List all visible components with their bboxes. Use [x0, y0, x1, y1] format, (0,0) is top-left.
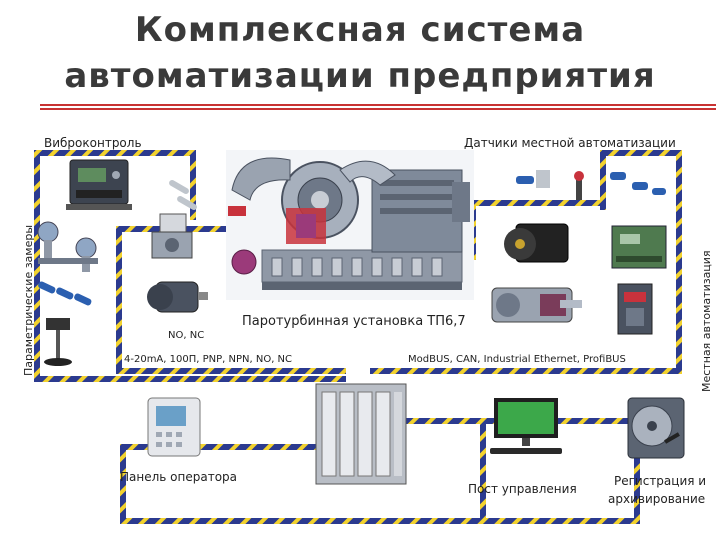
label-sensors: Датчики местной автоматизации [464, 136, 676, 150]
label-operator-panel: Панель оператора [120, 470, 238, 484]
proximity-sensor-icon [38, 281, 92, 306]
thermometer-probe-icon [44, 318, 72, 366]
pressure-transmitter-icon [37, 221, 98, 272]
cable-bottom-left [120, 444, 126, 524]
gas-valve-icon [151, 213, 193, 259]
hard-disk-icon [627, 397, 685, 459]
label-archive-line2: архивирование [608, 492, 706, 506]
cable-right-top [600, 150, 682, 156]
label-signals: 4-20mA, 100П, PNP, NPN, NO, NC [124, 354, 293, 365]
cable-top-left [34, 150, 196, 156]
title-line-2: автоматизации предприятия [64, 56, 656, 96]
cable-pc-drop [480, 418, 486, 518]
label-control-post: Пост управления [468, 482, 577, 496]
cable-left-inner [116, 226, 122, 374]
label-buses: ModBUS, CAN, Industrial Ethernet, ProfiB… [408, 354, 626, 365]
cable-bottom-right [634, 420, 640, 524]
temperature-sensor-icon [169, 180, 197, 210]
label-vibro: Виброконтроль [44, 136, 142, 150]
label-local-auto: Местная автоматизация [700, 250, 713, 392]
cable-bottom [120, 518, 640, 524]
proximity-sensors-right-icon [516, 170, 666, 200]
cable-main-right [370, 368, 682, 374]
label-archive-line1: Регистрация и [614, 474, 707, 488]
frequency-drive-icon [617, 283, 653, 335]
label-param: Параметрические замеры [22, 224, 35, 376]
plc-relay-icon [611, 225, 667, 269]
plc-rack-icon [315, 383, 407, 485]
title-divider-top [40, 104, 716, 106]
operator-panel-icon [147, 397, 201, 457]
electric-motor-icon [147, 281, 208, 313]
title-line-1: Комплексная система [134, 10, 586, 50]
pc-monitor-icon [490, 398, 562, 454]
label-turbine: Паротурбинная установка ТП6,7 [242, 314, 466, 329]
vibration-controller-icon [66, 159, 132, 210]
cable-left-outer [34, 150, 40, 382]
servo-motor-icon [504, 223, 569, 263]
gear-motor-icon [491, 287, 582, 323]
cable-panel-link [120, 444, 320, 450]
label-no-nc: NO, NC [168, 330, 205, 341]
cable-sensors-h [470, 200, 606, 206]
cable-sensors-drop [600, 150, 606, 210]
title-divider-bottom [40, 108, 716, 110]
cable-vibro-drop [190, 150, 196, 220]
cable-signals [116, 368, 346, 374]
steam-turbine-icon [226, 150, 474, 300]
cable-main-left [34, 376, 346, 382]
cable-right-outer [676, 150, 682, 374]
